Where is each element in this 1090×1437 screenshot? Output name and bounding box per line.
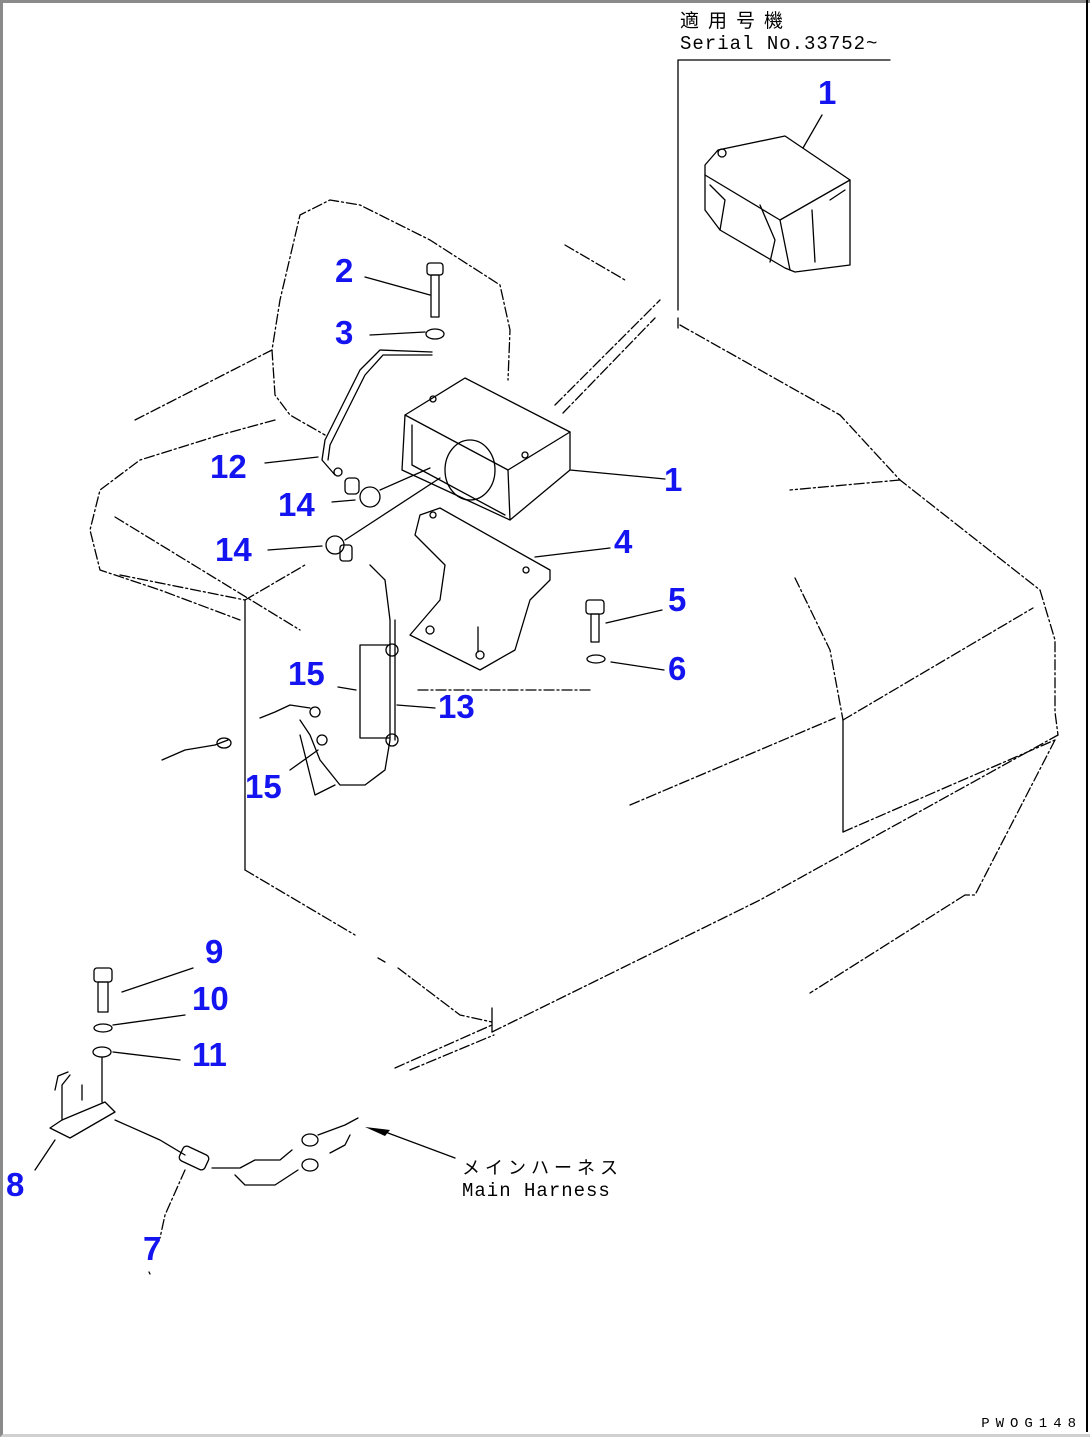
connector-14-lower-drawing bbox=[267, 477, 441, 562]
harness-13-drawing bbox=[161, 564, 436, 796]
callout-7[interactable]: 7 bbox=[143, 1230, 162, 1267]
callout-12[interactable]: 12 bbox=[210, 448, 247, 485]
callout-2[interactable]: 2 bbox=[335, 252, 354, 289]
callout-9[interactable]: 9 bbox=[205, 933, 224, 970]
callout-1[interactable]: 1 bbox=[664, 461, 683, 498]
drawing-code: PWOG148 bbox=[981, 1416, 1082, 1432]
callout-15-lower[interactable]: 15 bbox=[245, 768, 282, 805]
callout-5[interactable]: 5 bbox=[668, 581, 687, 618]
lamp-drawing bbox=[401, 377, 666, 521]
washer-11-drawing bbox=[92, 1046, 181, 1103]
callout-1-serial[interactable]: 1 bbox=[818, 74, 837, 111]
bolt-9-drawing bbox=[93, 967, 194, 1013]
callout-3[interactable]: 3 bbox=[335, 314, 354, 351]
washer-3-drawing bbox=[369, 328, 445, 340]
wire-12-drawing bbox=[264, 349, 433, 477]
machine-body-outline bbox=[89, 199, 1059, 1071]
callout-15-upper[interactable]: 15 bbox=[288, 655, 325, 692]
bracket-8-drawing bbox=[34, 1071, 116, 1171]
main-harness-label-en: Main Harness bbox=[462, 1180, 611, 1202]
connector-14-upper-drawing bbox=[331, 467, 431, 508]
callout-14-upper[interactable]: 14 bbox=[278, 486, 315, 523]
serial-title-jp: 適用号機 bbox=[680, 11, 793, 33]
serial-number-label: Serial No.33752~ bbox=[680, 33, 879, 55]
callout-6[interactable]: 6 bbox=[668, 650, 687, 687]
serial-bracket bbox=[677, 59, 891, 329]
callout-10[interactable]: 10 bbox=[192, 980, 229, 1017]
main-harness-label-jp: メインハーネス bbox=[462, 1160, 623, 1180]
lamp-serial-drawing bbox=[704, 114, 851, 273]
callout-14-lower[interactable]: 14 bbox=[215, 531, 252, 568]
callout-4[interactable]: 4 bbox=[614, 523, 633, 560]
frame-right-border bbox=[1086, 0, 1088, 1432]
bolt-2-drawing bbox=[364, 262, 444, 318]
bolt-5-drawing bbox=[585, 599, 663, 643]
callout-11[interactable]: 11 bbox=[192, 1036, 227, 1073]
callout-8[interactable]: 8 bbox=[6, 1166, 25, 1203]
callout-13[interactable]: 13 bbox=[438, 688, 475, 725]
bracket-4-drawing bbox=[409, 507, 611, 671]
washer-6-drawing bbox=[586, 654, 665, 671]
washer-10-drawing bbox=[93, 1014, 186, 1033]
harness-7-drawing bbox=[114, 1117, 456, 1275]
